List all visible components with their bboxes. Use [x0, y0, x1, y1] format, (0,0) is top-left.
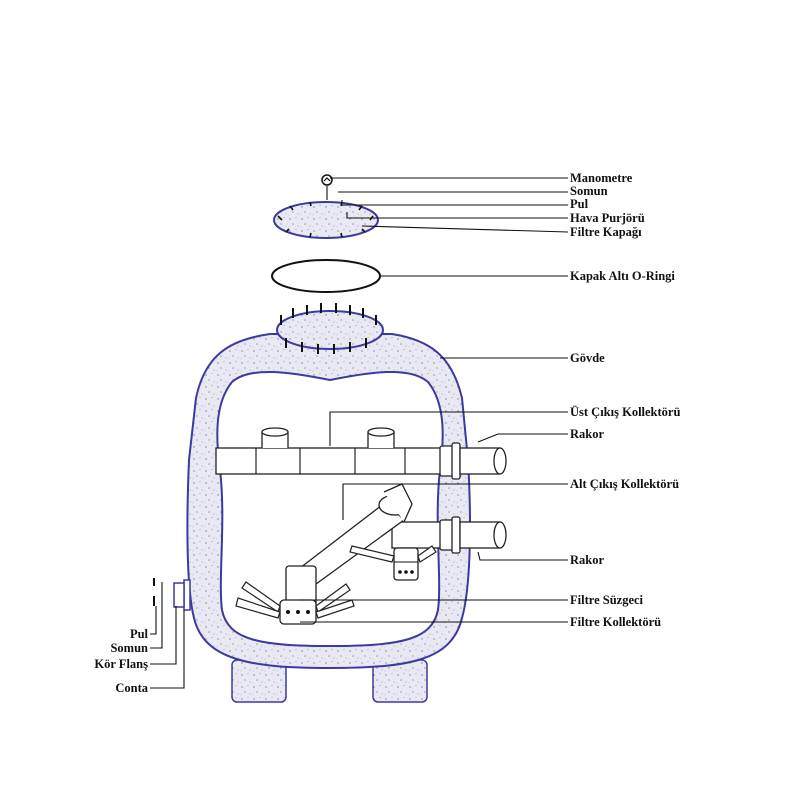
lid-bolts [277, 201, 374, 238]
label-somun-left: Somun [110, 641, 148, 655]
blind-flange-assembly [153, 578, 191, 611]
label-filtre-suzgeci: Filtre Süzgeci [570, 593, 644, 607]
label-somun-top: Somun [570, 184, 608, 198]
label-rakor-top: Rakor [570, 427, 604, 441]
label-rakor-bottom: Rakor [570, 553, 604, 567]
leader-lines [150, 177, 569, 689]
neck-bolts [280, 303, 377, 354]
upper-outlet-collector [215, 427, 443, 475]
label-manometre: Manometre [570, 171, 633, 185]
filter-lid [273, 201, 379, 239]
tank-neck-ring [276, 310, 384, 350]
lower-union-fitting [439, 516, 507, 554]
lid-assembly [271, 174, 381, 293]
label-ust-cikis-kollektoru: Üst Çıkış Kollektörü [570, 405, 680, 419]
tank-body [186, 303, 471, 703]
label-govde: Gövde [570, 351, 605, 365]
lid-o-ring [271, 259, 381, 293]
label-kapak-alti-oringi: Kapak Altı O-Ringi [570, 269, 675, 283]
filter-strainers [235, 545, 437, 625]
label-kor-flans: Kör Flanş [94, 657, 148, 671]
label-pul-left: Pul [130, 627, 149, 641]
label-conta: Conta [115, 681, 148, 695]
label-filtre-kapagi: Filtre Kapağı [570, 225, 642, 239]
manometer-icon [321, 174, 333, 186]
upper-union-fitting [439, 442, 507, 480]
label-hava-purjoru: Hava Purjörü [570, 211, 645, 225]
label-pul-top: Pul [570, 197, 589, 211]
callout-labels: Manometre Somun Pul Hava Purjörü Filtre … [94, 171, 680, 695]
label-filtre-kollektoru: Filtre Kollektörü [570, 615, 661, 629]
label-alt-cikis-kollektoru: Alt Çıkış Kollektörü [570, 477, 679, 491]
